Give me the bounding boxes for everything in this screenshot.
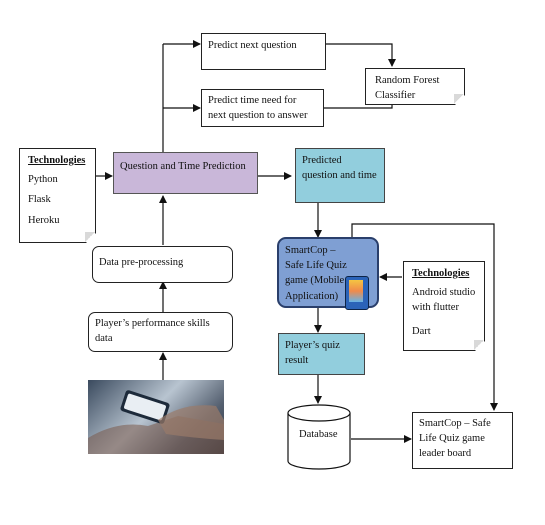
leaderboard-box: SmartCop – Safe Life Quiz game leader bo…	[412, 412, 513, 469]
smartcop-app-label: SmartCop – Safe Life Quiz game (Mobile A…	[285, 245, 347, 302]
tech-left-item-flask: Flask	[28, 194, 51, 206]
database-label: Database	[299, 429, 338, 440]
predict-next-question-label: Predict next question	[208, 40, 297, 51]
predicted-question-time-label: Predicted question and time	[302, 155, 377, 182]
technologies-left-note: Technologies Python Flask Heroku	[19, 148, 96, 243]
data-preprocessing-box: Data pre-processing	[92, 246, 233, 283]
random-forest-classifier-note: Random Forest Classifier	[365, 68, 465, 105]
predicted-question-time-box: Predicted question and time	[295, 148, 385, 203]
tech-right-item-dart: Dart	[412, 325, 431, 337]
database-cylinder	[287, 404, 351, 470]
tech-right-item-android: Android studio with flutter	[412, 287, 476, 314]
tech-left-item-python: Python	[28, 174, 58, 186]
predict-next-question-box: Predict next question	[201, 33, 326, 70]
quiz-result-box: Player’s quiz result	[278, 333, 365, 375]
performance-skills-data-box: Player’s performance skills data	[88, 312, 233, 352]
question-time-prediction-box: Question and Time Prediction	[113, 152, 258, 194]
random-forest-label: Random Forest Classifier	[375, 75, 440, 102]
arrow-next-to-rf	[326, 43, 396, 67]
quiz-result-label: Player’s quiz result	[285, 340, 340, 367]
technologies-left-title: Technologies	[28, 155, 86, 166]
leaderboard-label: SmartCop – Safe Life Quiz game leader bo…	[419, 418, 491, 460]
mobile-app-screenshot-icon	[345, 276, 369, 310]
data-preprocessing-label: Data pre-processing	[99, 257, 184, 268]
hand-holding-phone-photo	[88, 380, 224, 454]
technologies-right-title: Technologies	[412, 268, 470, 279]
predict-time-box: Predict time need for next question to a…	[201, 89, 324, 127]
technologies-right-note: Technologies Android studio with flutter…	[403, 261, 485, 351]
arrow-app-to-leaderboard	[351, 223, 498, 411]
predict-time-label: Predict time need for next question to a…	[208, 95, 308, 122]
question-time-prediction-label: Question and Time Prediction	[120, 161, 246, 172]
tech-left-item-heroku: Heroku	[28, 214, 60, 226]
performance-skills-data-label: Player’s performance skills data	[95, 318, 210, 345]
